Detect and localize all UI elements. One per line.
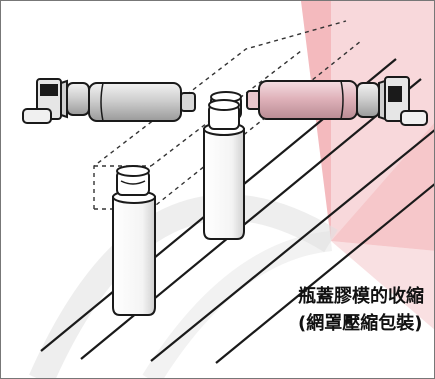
caption-line-1: 瓶蓋膠模的收縮 — [298, 286, 424, 307]
bottle-icon-front — [112, 165, 156, 316]
left-applicator-icon — [22, 78, 196, 124]
caption-line-2: (網罩壓縮包裝) — [298, 313, 423, 334]
watermark-logo — [29, 1, 434, 378]
right-applicator-icon — [246, 76, 428, 126]
bottle-icon-back — [203, 99, 245, 240]
diagram-caption: 瓶蓋膠模的收縮 (網罩壓縮包裝) — [298, 283, 424, 337]
